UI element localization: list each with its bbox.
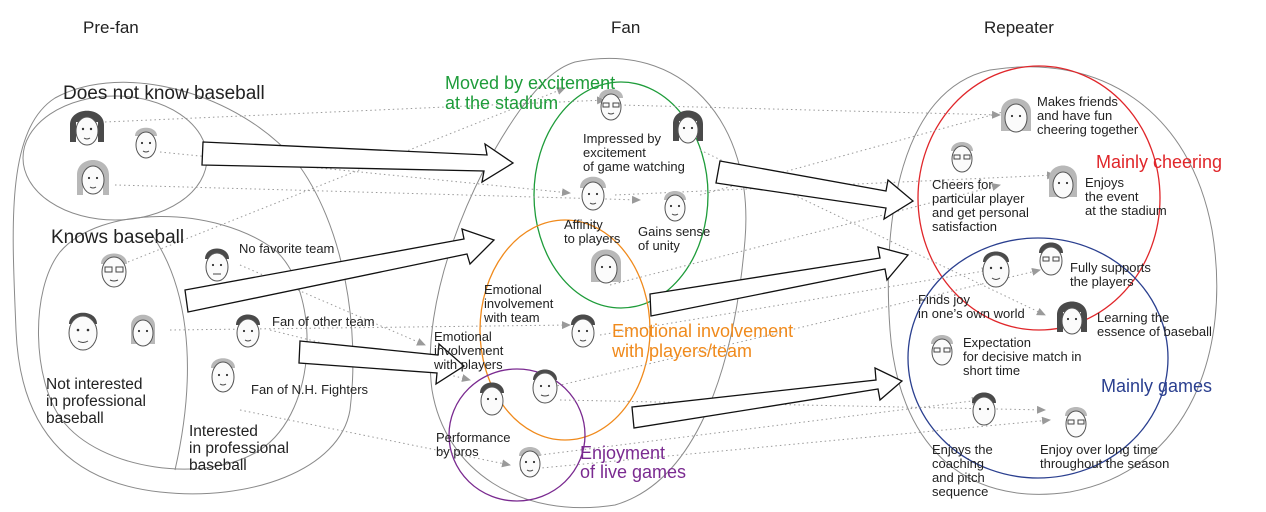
prefan-does-not-know-circle xyxy=(22,95,208,221)
person-sketch xyxy=(580,176,606,211)
category-mainly-cheering: Mainly cheering xyxy=(1096,152,1222,172)
dotted-arrow xyxy=(599,267,991,336)
column-header-prefan: Pre-fan xyxy=(83,18,139,37)
prefan-interested-divider xyxy=(149,231,188,471)
person-sketch xyxy=(673,110,703,144)
person-sketch xyxy=(591,249,621,284)
label-not-interested: Not interested in professional baseball xyxy=(46,376,150,427)
label-does-not-know-baseball: Does not know baseball xyxy=(63,83,265,104)
dotted-arrow xyxy=(539,267,1041,391)
category-mainly-games: Mainly games xyxy=(1101,376,1212,396)
dotted-arrow xyxy=(127,87,566,263)
person-sketch xyxy=(1001,98,1031,133)
label-interested: Interested in professional baseball xyxy=(189,423,293,474)
prefan-knows-region xyxy=(38,216,308,470)
person-sketch xyxy=(480,382,504,416)
dotted-arrow xyxy=(169,321,571,331)
repeater-region xyxy=(887,66,1218,495)
label-emotional-involvement-players: Emotional involvement with players xyxy=(433,329,507,372)
big-arrows xyxy=(184,141,915,429)
person-sketch xyxy=(1065,407,1087,438)
green-moved-ellipse xyxy=(533,81,709,309)
category-emotional-involvement: Emotional involvement with players/team xyxy=(611,321,798,361)
label-knows-baseball: Knows baseball xyxy=(51,227,184,248)
person-sketch xyxy=(972,392,996,426)
person-sketch xyxy=(236,314,260,348)
dotted-arrow xyxy=(619,104,1001,119)
big-arrow xyxy=(201,141,515,184)
dotted-arrow xyxy=(239,264,426,346)
column-header-fan: Fan xyxy=(611,18,640,37)
label-finds-joy: Finds joy in one’s own world xyxy=(918,292,1025,321)
blue-games-ellipse xyxy=(907,237,1169,479)
big-arrow xyxy=(649,246,910,317)
big-arrow xyxy=(715,160,915,221)
column-header-repeater: Repeater xyxy=(984,18,1054,37)
label-emotional-involvement-team: Emotional involvement with team xyxy=(483,282,557,325)
person-sketch xyxy=(532,369,558,404)
label-expectation-decisive-match: Expectation for decisive match in short … xyxy=(963,335,1085,378)
big-arrow xyxy=(631,366,904,429)
person-illustrations xyxy=(68,89,1087,478)
dotted-arrow xyxy=(114,184,641,204)
dotted-arrow xyxy=(239,409,511,468)
label-fully-supports-players: Fully supports the players xyxy=(1070,260,1155,289)
person-sketch xyxy=(205,248,229,282)
label-performance-by-pros: Performance by pros xyxy=(436,430,514,459)
person-sketch xyxy=(70,110,104,146)
person-sketch xyxy=(982,251,1010,288)
person-sketch xyxy=(211,358,235,393)
category-moved-by-excitement: Moved by excitement at the stadium xyxy=(445,73,620,113)
person-sketch xyxy=(1039,242,1063,276)
person-sketch xyxy=(571,314,595,348)
person-sketch xyxy=(599,89,623,121)
person-sketch xyxy=(68,312,98,351)
label-enjoys-the-event: Enjoys the event at the stadium xyxy=(1085,175,1167,218)
orange-emotional-ellipse xyxy=(479,219,651,441)
label-impressed-by-excitement: Impressed by excitement of game watching xyxy=(583,131,685,174)
label-makes-friends: Makes friends and have fun cheering toge… xyxy=(1037,94,1139,137)
label-gains-sense-of-unity: Gains sense of unity xyxy=(638,224,714,253)
dotted-arrow xyxy=(539,397,981,456)
person-sketch xyxy=(101,253,127,288)
person-sketch xyxy=(951,142,973,173)
dotted-arrow xyxy=(614,171,1056,196)
person-sketch xyxy=(931,335,953,366)
label-enjoys-coaching: Enjoys the coaching and pitch sequence xyxy=(932,442,996,499)
big-arrow xyxy=(184,228,496,313)
person-sketch xyxy=(519,447,541,478)
person-sketch xyxy=(1049,165,1077,199)
prefan-region xyxy=(12,81,354,495)
category-enjoyment-of-live-games: Enjoyment of live games xyxy=(580,443,686,482)
person-sketch xyxy=(131,314,155,347)
person-sketch xyxy=(135,127,157,159)
label-fan-of-nh-fighters: Fan of N.H. Fighters xyxy=(251,382,369,397)
label-learning-essence: Learning the essence of baseball xyxy=(1097,310,1212,339)
person-sketch xyxy=(664,191,686,222)
big-arrow xyxy=(298,340,466,386)
person-sketch xyxy=(77,160,109,195)
label-affinity-to-players: Affinity to players xyxy=(564,217,621,246)
red-cheering-ellipse xyxy=(917,65,1161,331)
label-no-favorite-team: No favorite team xyxy=(239,241,334,256)
purple-enjoyment-ellipse xyxy=(448,368,586,502)
label-fan-of-other-team: Fan of other team xyxy=(272,314,375,329)
label-cheers-for-particular-player: Cheers for particular player and get per… xyxy=(932,177,1032,234)
person-sketch xyxy=(1057,301,1087,335)
dotted-arrow xyxy=(519,416,1051,471)
label-enjoy-over-long-time: Enjoy over long time throughout the seas… xyxy=(1040,442,1169,471)
